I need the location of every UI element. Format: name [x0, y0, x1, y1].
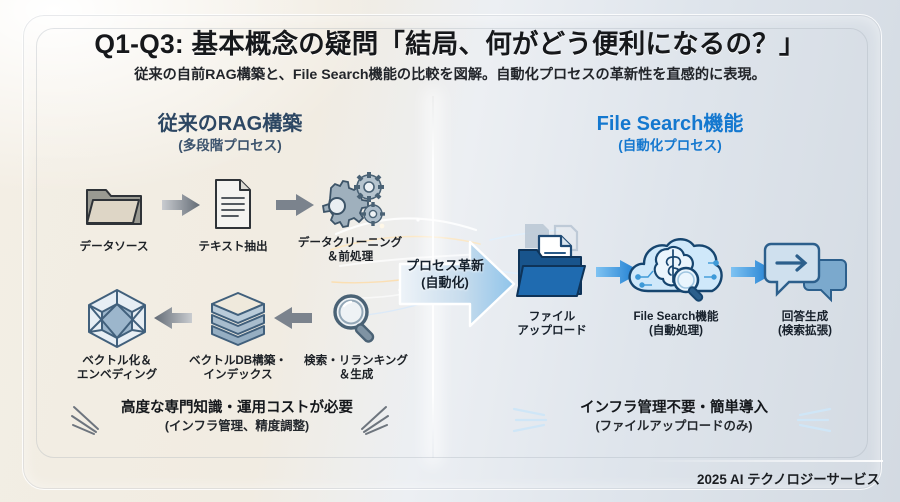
page-title: Q1-Q3: 基本概念の疑問「結局、何がどう便利になるの？」	[94, 29, 806, 59]
node-label: ファイル アップロード	[517, 310, 587, 338]
node-file-upload[interactable]: ファイル アップロード	[500, 222, 604, 339]
node-label: ベクトル化＆ エンベディング	[76, 354, 158, 382]
node-label: 回答生成 (検索拡張)	[777, 310, 833, 338]
left-column-heading: 従来のRAG構築 (多段階プロセス)	[60, 112, 400, 155]
right-column-heading: File Search機能 (自動化プロセス)	[500, 112, 840, 155]
node-label: File Search機能 (自動処理)	[633, 310, 719, 338]
chat-response-icon	[752, 236, 858, 306]
node-label: 検索・リランキング ＆生成	[304, 354, 408, 382]
right-caption-sub: (ファイルアップロードのみ)	[595, 418, 753, 433]
folder-icon	[66, 172, 162, 236]
right-heading-main: File Search機能	[596, 113, 744, 135]
slash-decor-left	[71, 406, 99, 435]
node-file-search[interactable]: File Search機能 (自動処理)	[616, 232, 736, 339]
left-caption-main: 高度な専門知識・運用コストが必要	[121, 400, 353, 416]
footer-text: 2025 AI テクノロジーサービス	[697, 472, 880, 487]
cloud-brain-search-icon	[616, 232, 736, 306]
node-search-rerank[interactable]: 検索・リランキング ＆生成	[300, 286, 412, 383]
process-innovation-label: プロセス革新 (自動化)	[385, 258, 505, 292]
file-upload-folder-icon	[500, 222, 604, 306]
node-answer-generation[interactable]: 回答生成 (検索拡張)	[752, 236, 858, 339]
node-label: データソース	[79, 240, 149, 253]
right-heading-sub: (自動化プロセス)	[618, 138, 722, 153]
arrow-left-1	[154, 307, 192, 329]
sparkle-decor-left	[512, 407, 548, 433]
node-vector-db[interactable]: ベクトルDB構築・ インデックス	[178, 286, 298, 383]
sparkle-decor-right	[796, 407, 832, 433]
left-heading-sub: (多段階プロセス)	[178, 138, 282, 153]
node-data-source[interactable]: データソース	[66, 172, 162, 254]
node-label: ベクトルDB構築・ インデックス	[189, 354, 287, 382]
database-stack-icon	[178, 286, 298, 350]
node-label: データクリーニング ＆前処理	[297, 236, 403, 264]
arrow-right-1	[162, 194, 200, 216]
left-caption-sub: (インフラ管理、精度調整)	[164, 418, 310, 433]
footer-rule	[645, 460, 883, 462]
node-data-cleaning[interactable]: データクリーニング ＆前処理	[292, 168, 408, 265]
arrow-left-2	[274, 307, 312, 329]
vector-cube-icon	[62, 286, 172, 350]
arrow-right-2	[276, 194, 314, 216]
page-subtitle: 従来の自前RAG構築と、File Search機能の比較を図解。自動化プロセスの…	[134, 67, 766, 83]
arrow-label-main: プロセス革新	[405, 258, 484, 273]
node-vector-embedding[interactable]: ベクトル化＆ エンベディング	[62, 286, 172, 383]
gears-icon	[292, 168, 408, 232]
node-text-extraction[interactable]: テキスト抽出	[185, 172, 281, 254]
node-label: テキスト抽出	[198, 240, 268, 253]
right-caption-main: インフラ管理不要・簡単導入	[579, 400, 769, 416]
left-heading-main: 従来のRAG構築	[157, 113, 303, 135]
magnifier-icon	[300, 286, 412, 350]
arrow-label-sub: (自動化)	[421, 274, 469, 290]
document-icon	[185, 172, 281, 236]
process-innovation-arrow	[398, 240, 516, 328]
left-caption: 高度な専門知識・運用コストが必要 (インフラ管理、精度調整)	[62, 399, 412, 435]
right-caption: インフラ管理不要・簡単導入 (ファイルアップロードのみ)	[498, 399, 850, 435]
slash-decor-right	[361, 406, 389, 435]
